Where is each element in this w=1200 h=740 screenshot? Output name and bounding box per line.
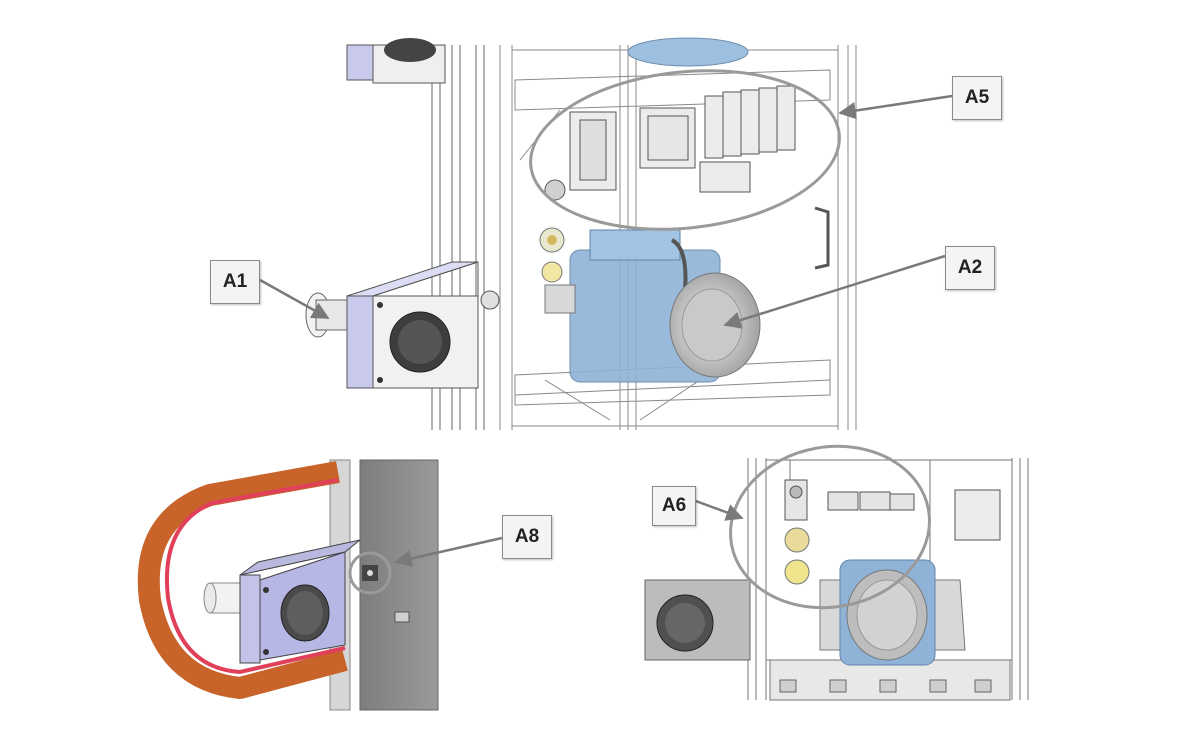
valve-manifold bbox=[544, 85, 796, 201]
top-cabinet-view bbox=[259, 37, 953, 430]
callout-a5: A5 bbox=[952, 76, 1002, 120]
callout-a8: A8 bbox=[502, 515, 552, 559]
motor bbox=[544, 229, 761, 383]
callout-a1: A1 bbox=[210, 260, 260, 304]
cabinet-rear-view bbox=[644, 444, 1029, 701]
a5-highlight-ring bbox=[529, 69, 841, 231]
callout-a2: A2 bbox=[945, 246, 995, 290]
top-housing bbox=[346, 38, 446, 84]
callout-a6: A6 bbox=[652, 486, 696, 526]
belt-pulley-housing bbox=[305, 261, 500, 389]
belt-drive-view bbox=[137, 459, 503, 711]
